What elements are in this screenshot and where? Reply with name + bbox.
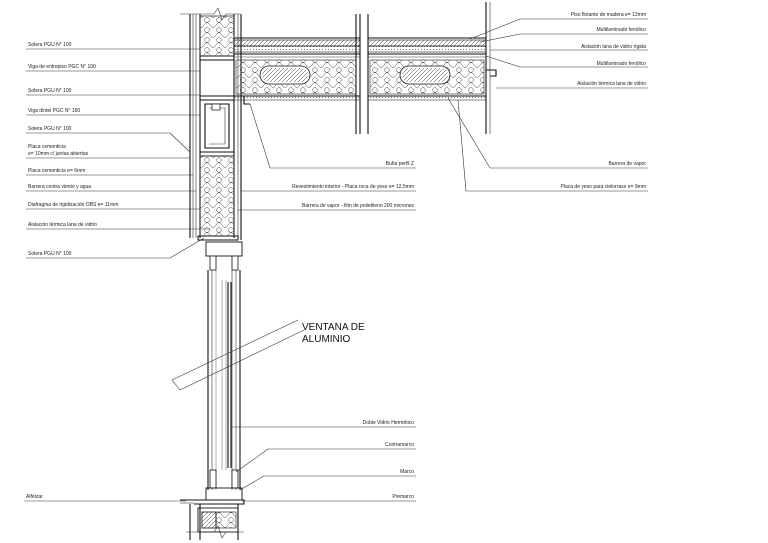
label-solera-3: Solera PGU N° 100 (28, 126, 72, 132)
label-barrera-vapor-film: Barrera de vapor - film de polietileno 2… (302, 203, 414, 209)
label-aislacion-rigida: Aislación lana de vidrio rígida (581, 44, 646, 50)
label-placa-yeso-cielorraso: Placa de yeso para cielorraso e= 9mm (561, 184, 646, 190)
label-multilaminado-1: Multilaminado fenólico (597, 27, 647, 33)
label-barrera-viento: Barrera contra viento y agua (28, 184, 91, 190)
window-title-line-1: VENTANA DE (302, 322, 365, 333)
label-piso-flotante: Piso flotante de madera e= 12mm (571, 12, 646, 18)
label-marco: Marco (400, 469, 414, 475)
label-placa-cementicia-spec: e= 10mm c/ juntas abiertas (28, 151, 89, 157)
label-diafragma-osb: Diafragma de rigidización OBS e= 11mm (28, 202, 118, 208)
label-doble-vidrio: Doble Vidrio Hermético (363, 420, 415, 426)
label-solera-2: Solera PGU N° 100 (28, 88, 72, 94)
left-label-group: Solera PGU N° 100 Viga de entrepiso PGC … (24, 42, 210, 502)
center-label-group: Buña perfil Z Revestimiento interior - P… (230, 103, 416, 502)
label-contramarco: Contramarco (385, 442, 414, 448)
label-viga-dintel: Viga dintel PGC N° 150 (28, 108, 80, 114)
label-alfeizar: Alféizar (26, 494, 43, 500)
label-multilaminado-2: Multilaminado fenólico (597, 61, 647, 67)
wall-section (171, 2, 497, 540)
label-aislacion-lana: Aislación térmica lana de vidrio (577, 81, 646, 87)
label-premarco: Premarco (392, 494, 414, 500)
label-solera-1: Solera PGU N° 100 (28, 42, 72, 48)
label-placa-6mm: Placa cementicia e= 6mm (28, 168, 85, 174)
label-solera-4: Solera PGU N° 100 (28, 251, 72, 257)
label-buna-perfil-z: Buña perfil Z (386, 161, 414, 167)
label-viga-entrepiso: Viga de entrepiso PGC N° 100 (28, 64, 96, 70)
label-revestimiento-interior: Revestimiento interior - Placa roca de y… (292, 184, 414, 190)
right-label-group: Piso flotante de madera e= 12mm Multilam… (447, 12, 648, 192)
label-aislacion-termica: Aislación térmica lana de vidrio (28, 222, 97, 228)
window-title-line-2: ALUMINIO (302, 334, 351, 345)
label-placa-cementicia: Placa cementicia (28, 144, 66, 150)
label-barrera-vapor-right: Barrera de vapor (608, 161, 646, 167)
